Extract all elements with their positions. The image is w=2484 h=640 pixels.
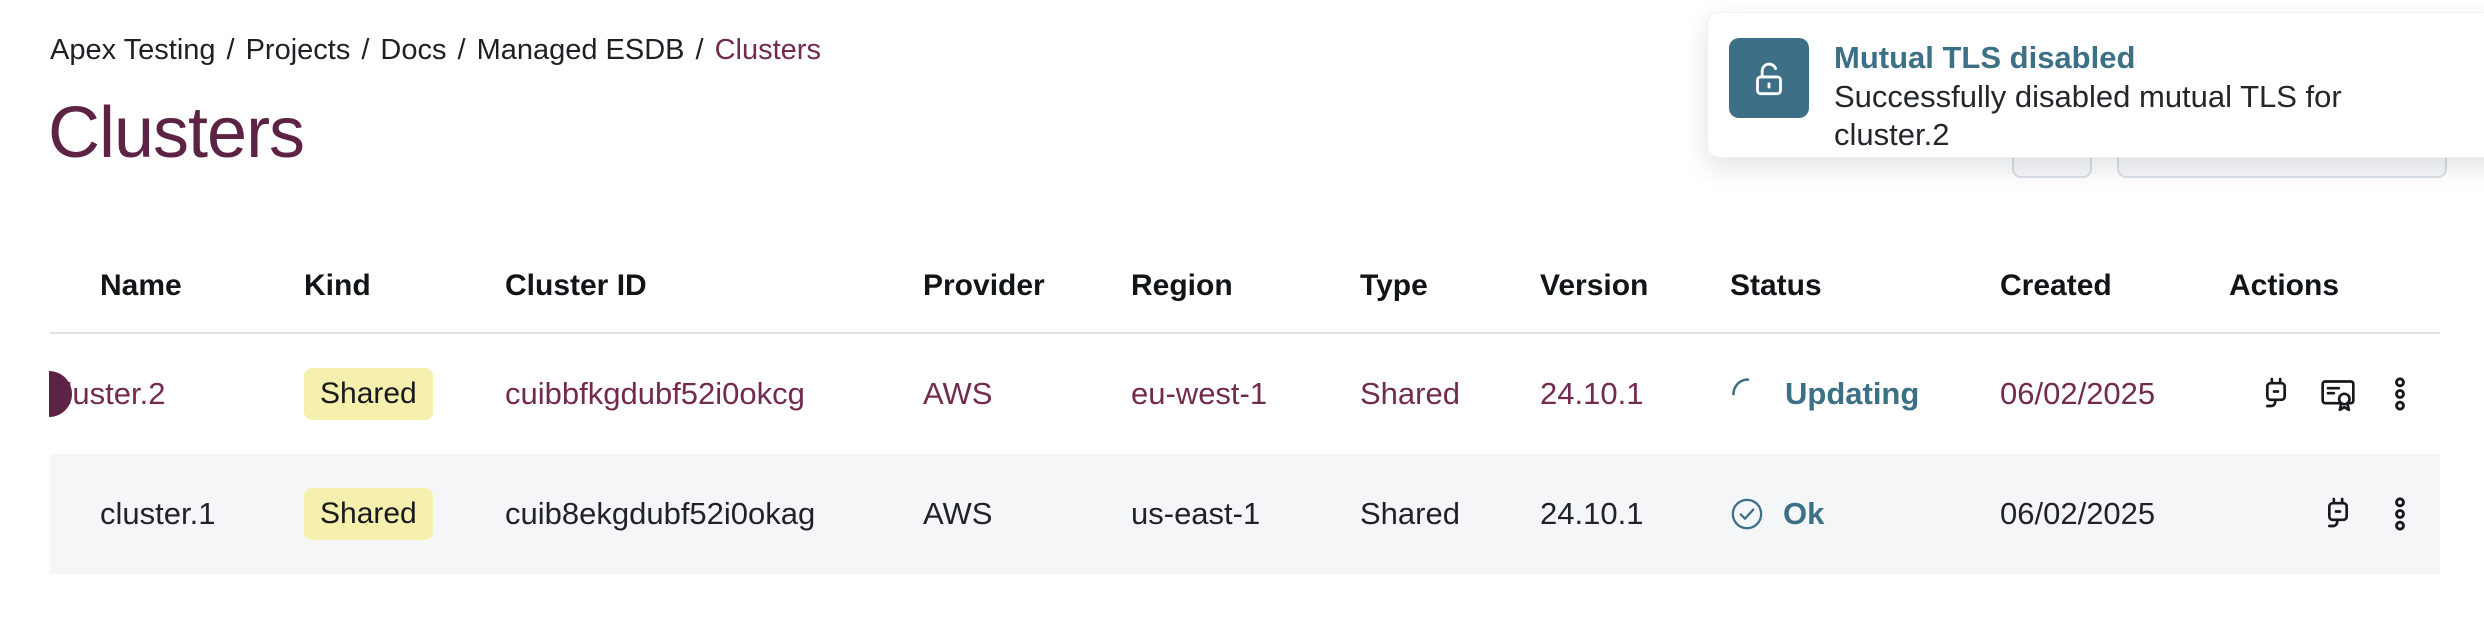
type-cell: Shared <box>1360 376 1460 411</box>
kebab-menu-icon[interactable] <box>2380 374 2420 414</box>
clusters-table: Name Kind Cluster ID Provider Region Typ… <box>49 240 2440 574</box>
breadcrumb-item-project[interactable]: Docs <box>380 34 447 66</box>
column-header-created: Created <box>2000 269 2112 302</box>
created-cell: 06/02/2025 <box>2000 376 2156 411</box>
spinner-icon <box>1732 378 1750 396</box>
column-header-kind: Kind <box>304 269 371 302</box>
status-label: Ok <box>1783 496 1825 531</box>
check-circle-icon <box>1731 498 1763 530</box>
breadcrumb-item-managed-esdb[interactable]: Managed ESDB <box>476 34 685 66</box>
breadcrumb-separator: / <box>695 34 704 66</box>
breadcrumb-item-clusters[interactable]: Clusters <box>714 34 821 66</box>
kind-badge: Shared <box>304 368 433 420</box>
column-header-region: Region <box>1131 269 1233 302</box>
column-header-provider: Provider <box>923 269 1045 302</box>
kind-cell: Shared <box>304 368 505 420</box>
created-cell: 06/02/2025 <box>2000 496 2156 531</box>
toast-notification: Mutual TLS disabled Successfully disable… <box>1707 12 2484 158</box>
status-cell: Updating <box>1730 376 2000 412</box>
breadcrumb-item-org[interactable]: Apex Testing <box>50 34 216 66</box>
plug-icon[interactable] <box>2318 494 2358 534</box>
breadcrumb-item-projects[interactable]: Projects <box>245 34 351 66</box>
breadcrumb-separator: / <box>361 34 370 66</box>
toast-title: Mutual TLS disabled <box>1834 40 2136 75</box>
version-cell: 24.10.1 <box>1540 496 1644 531</box>
table-row[interactable]: cluster.1 Shared cuib8ekgdubf52i0okag AW… <box>50 454 2440 574</box>
column-header-status: Status <box>1730 269 1822 302</box>
breadcrumb: Apex Testing / Projects / Docs / Managed… <box>50 34 821 67</box>
cluster-id-cell: cuibbfkgdubf52i0okcg <box>505 376 805 411</box>
column-header-version: Version <box>1540 269 1649 302</box>
certificate-icon[interactable] <box>2318 374 2358 414</box>
column-header-name: Name <box>100 269 182 302</box>
provider-cell: AWS <box>923 376 993 411</box>
column-header-type: Type <box>1360 269 1428 302</box>
cluster-name-link[interactable]: cluster.2 <box>50 376 166 411</box>
kind-badge: Shared <box>304 488 433 540</box>
plug-icon[interactable] <box>2256 374 2296 414</box>
column-header-cluster-id: Cluster ID <box>505 269 647 302</box>
kebab-menu-icon[interactable] <box>2380 494 2420 534</box>
region-cell: us-east-1 <box>1131 496 1261 531</box>
toast-text: Mutual TLS disabled Successfully disable… <box>1834 38 2459 154</box>
cluster-id-cell: cuib8ekgdubf52i0okag <box>505 496 816 531</box>
version-cell: 24.10.1 <box>1540 376 1644 411</box>
unlock-icon <box>1729 38 1809 118</box>
selected-row-marker <box>49 371 72 417</box>
breadcrumb-separator: / <box>457 34 466 66</box>
table-header-row: Name Kind Cluster ID Provider Region Typ… <box>50 240 2440 334</box>
type-cell: Shared <box>1360 496 1460 531</box>
provider-cell: AWS <box>923 496 993 531</box>
actions-cell <box>2229 494 2440 534</box>
status-label: Updating <box>1785 376 1920 411</box>
table-row[interactable]: cluster.2 Shared cuibbfkgdubf52i0okcg AW… <box>49 334 2440 454</box>
cluster-name-link[interactable]: cluster.1 <box>100 496 216 531</box>
toast-message: Successfully disabled mutual TLS for clu… <box>1834 79 2342 152</box>
kind-cell: Shared <box>304 488 505 540</box>
region-cell: eu-west-1 <box>1131 376 1268 411</box>
column-header-actions: Actions <box>2229 269 2340 302</box>
status-cell: Ok <box>1730 496 2000 532</box>
breadcrumb-separator: / <box>226 34 235 66</box>
actions-cell <box>2229 374 2440 414</box>
page-title: Clusters <box>48 93 305 173</box>
